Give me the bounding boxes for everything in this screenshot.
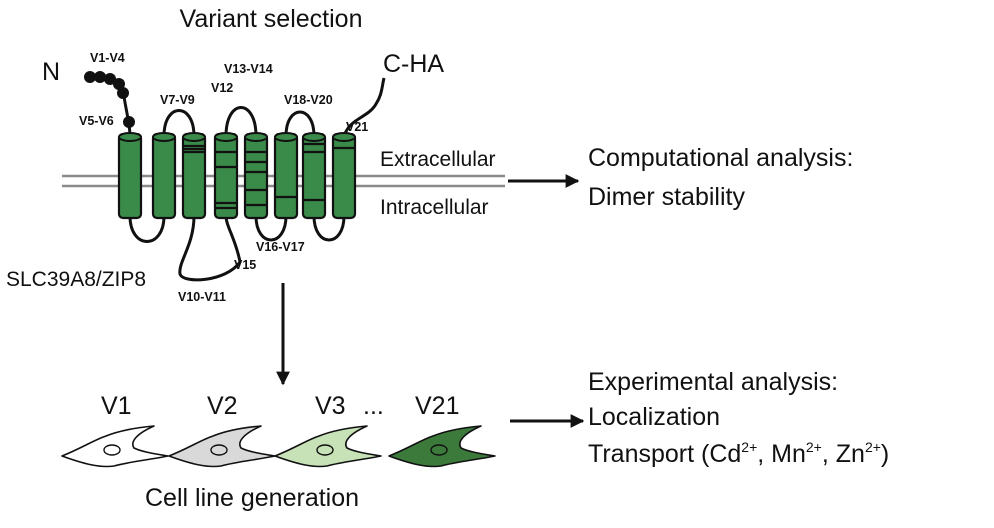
variant-label-v13-v14: V13-V14 [224, 62, 273, 76]
transmembrane-helix [117, 132, 143, 220]
transport-close: ) [881, 440, 889, 468]
c-terminal-tail [342, 77, 386, 137]
transmembrane-helix [151, 132, 177, 220]
helix-cap [244, 132, 268, 142]
cell-label-v2: V2 [207, 392, 238, 420]
cell-icon [274, 425, 382, 468]
transmembrane-helices [117, 132, 357, 220]
transport-sep-zn: , Zn [822, 440, 865, 468]
c-terminus-label: C-HA [383, 50, 444, 78]
variant-label-v5-v6: V5-V6 [79, 114, 114, 128]
cell-label-v1: V1 [101, 392, 132, 420]
helix-cap [152, 132, 176, 142]
helix-cap [182, 132, 206, 142]
cd-superscript: 2+ [741, 439, 757, 455]
variant-label-v7-v9: V7-V9 [160, 93, 195, 107]
computational-title: Computational analysis: [588, 144, 853, 172]
cell-nucleus [103, 444, 121, 456]
experimental-line1: Localization [588, 403, 720, 431]
helix-body [301, 132, 327, 220]
loop-4-5 [224, 106, 258, 137]
protein-name: SLC39A8/ZIP8 [6, 268, 146, 291]
transport-sep-mn: , Mn [757, 440, 806, 468]
cell-row [61, 425, 496, 468]
transmembrane-helix [273, 132, 299, 220]
loop-1-2 [128, 215, 166, 243]
variant-dot [113, 78, 125, 90]
helix-body [273, 132, 299, 220]
cell-icon [388, 425, 496, 468]
cell-nucleus [210, 444, 228, 456]
variant-dot [117, 87, 129, 99]
transmembrane-helix [181, 132, 207, 220]
variant-dot [104, 73, 116, 85]
helix-cap [332, 132, 356, 142]
variant-label-v15: V15 [234, 258, 256, 272]
helix-cap [118, 132, 142, 142]
zn-superscript: 2+ [865, 439, 881, 455]
variant-dot [123, 116, 135, 128]
variant-label-v10-v11: V10-V11 [178, 290, 226, 304]
helix-body [151, 132, 177, 220]
helix-cap [302, 132, 326, 142]
transmembrane-helix [331, 132, 357, 220]
experimental-line2: Transport (Cd2+, Mn2+, Zn2+) [588, 439, 889, 468]
transmembrane-helix [213, 132, 239, 220]
variant-label-v18-v20: V18-V20 [284, 93, 333, 107]
loop-3-4 [178, 215, 242, 282]
helix-cap [274, 132, 298, 142]
n-terminus-label: N [42, 58, 60, 86]
transmembrane-helix [243, 132, 269, 220]
loop-5-6 [254, 215, 288, 242]
cell-nucleus [430, 444, 448, 456]
variant-label-v21: V21 [346, 120, 368, 134]
cell-ellipsis: ... [363, 392, 384, 420]
variant-label-v16-v17: V16-V17 [256, 240, 305, 254]
loop-2-3 [162, 109, 196, 137]
variant-label-v1-v4: V1-V4 [90, 51, 125, 65]
cell-nucleus [316, 444, 334, 456]
loop-7-8 [312, 215, 346, 242]
experimental-title: Experimental analysis: [588, 368, 838, 396]
cell-caption: Cell line generation [145, 484, 359, 512]
cell-label-v3: V3 [315, 392, 346, 420]
transport-prefix: Transport (Cd [588, 440, 741, 468]
mn-superscript: 2+ [806, 439, 822, 455]
cell-icon [61, 425, 169, 468]
variant-dot [94, 71, 106, 83]
intracellular-label: Intracellular [380, 196, 489, 219]
cell-icon [168, 425, 276, 468]
extracellular-label: Extracellular [380, 148, 496, 171]
diagram-title: Variant selection [180, 5, 363, 33]
computational-line1: Dimer stability [588, 183, 745, 211]
helix-body [213, 132, 239, 220]
helix-cap [214, 132, 238, 142]
helix-body [331, 132, 357, 220]
variant-dot [84, 71, 96, 83]
cell-label-v21: V21 [415, 392, 459, 420]
helix-body [117, 132, 143, 220]
variant-label-v12: V12 [211, 81, 233, 95]
n-terminal-variant-dots [84, 71, 135, 128]
transmembrane-helix [301, 132, 327, 220]
loop-6-7 [284, 110, 316, 137]
